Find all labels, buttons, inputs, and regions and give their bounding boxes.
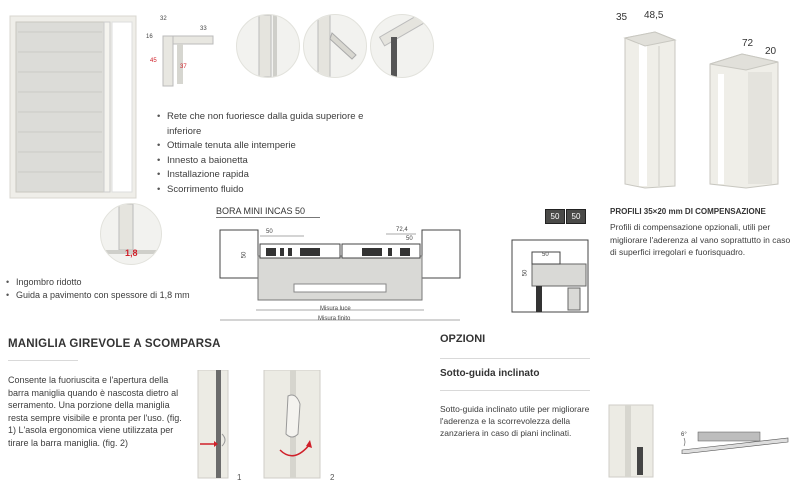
feature-item: Scorrimento fluido	[157, 183, 367, 198]
misura-luce: Misura luce	[320, 306, 351, 312]
floor-guide-circle	[100, 203, 162, 265]
drawing-title: BORA MINI INCAS 50	[216, 206, 306, 216]
dim-20: 20	[765, 46, 777, 57]
section-dim-50-side: 50	[522, 269, 529, 277]
detail-circle-2	[303, 14, 367, 78]
floor-guide-thickness: 1,8	[125, 248, 138, 258]
options-subtitle: Sotto-guida inclinato	[440, 368, 540, 379]
handle-body: Consente la fuoriuscita e l'apertura del…	[8, 375, 182, 448]
options-rule	[440, 358, 590, 359]
inclined-guide-photo	[607, 403, 655, 479]
feature-item: Installazione rapida	[157, 168, 367, 183]
fig-2-label: 2	[330, 473, 335, 482]
handle-fig-1	[196, 369, 236, 480]
detail-corner-top	[145, 12, 223, 90]
profile-35x48	[615, 28, 685, 190]
dim-50-right: 50	[406, 236, 413, 242]
profile-badge-1: 50	[545, 209, 565, 224]
section-dim-50-top: 50	[542, 252, 549, 258]
fig-1-label: 1	[237, 473, 242, 482]
detail-circle-3	[370, 14, 434, 78]
product-photo	[8, 12, 138, 202]
misura-finito: Misura finito	[318, 316, 351, 322]
handle-fig-2	[262, 369, 322, 480]
dim-50-left: 50	[266, 229, 273, 235]
dim-72: 72	[742, 38, 754, 49]
options-body: Sotto-guida inclinato utile per migliora…	[440, 404, 590, 438]
features-list: Rete che non fuoriesce dalla guida super…	[157, 110, 367, 197]
plan-drawing	[216, 222, 464, 326]
handle-title-rule	[8, 360, 78, 361]
profile-72x20	[702, 44, 782, 190]
profile-badge-2: 50	[566, 209, 586, 224]
guide-list: Ingombro ridotto Guida a pavimento con s…	[6, 276, 206, 302]
dim-48-5: 48,5	[644, 10, 664, 21]
dim-37: 37	[180, 64, 187, 70]
feature-item: Ottimale tenuta alle intemperie	[157, 139, 367, 154]
drawing-title-underline	[216, 217, 320, 218]
profiles-title: PROFILI 35×20 mm DI COMPENSAZIONE	[610, 207, 766, 216]
feature-item: Innesto a baionetta	[157, 154, 367, 169]
handle-title: MANIGLIA GIREVOLE A SCOMPARSA	[8, 338, 221, 350]
profiles-body: Profili di compensazione opzionali, util…	[610, 222, 791, 257]
dim-50-side: 50	[241, 251, 248, 259]
dim-16: 16	[146, 34, 153, 40]
dim-32: 32	[160, 16, 167, 22]
dim-72-4: 72,4	[396, 227, 408, 233]
dim-33: 33	[200, 26, 207, 32]
dim-35: 35	[616, 12, 628, 23]
guide-item: Guida a pavimento con spessore di 1,8 mm	[6, 289, 206, 302]
options-title: OPZIONI	[440, 333, 486, 345]
section-drawing	[510, 238, 590, 314]
feature-item: Rete che non fuoriesce dalla guida super…	[157, 110, 367, 139]
dim-45: 45	[150, 58, 157, 64]
inclined-guide-drawing	[680, 424, 790, 455]
angle-label: 6°	[681, 432, 687, 438]
options-subtitle-rule	[440, 390, 590, 391]
guide-item: Ingombro ridotto	[6, 276, 206, 289]
detail-circle-1	[236, 14, 300, 78]
